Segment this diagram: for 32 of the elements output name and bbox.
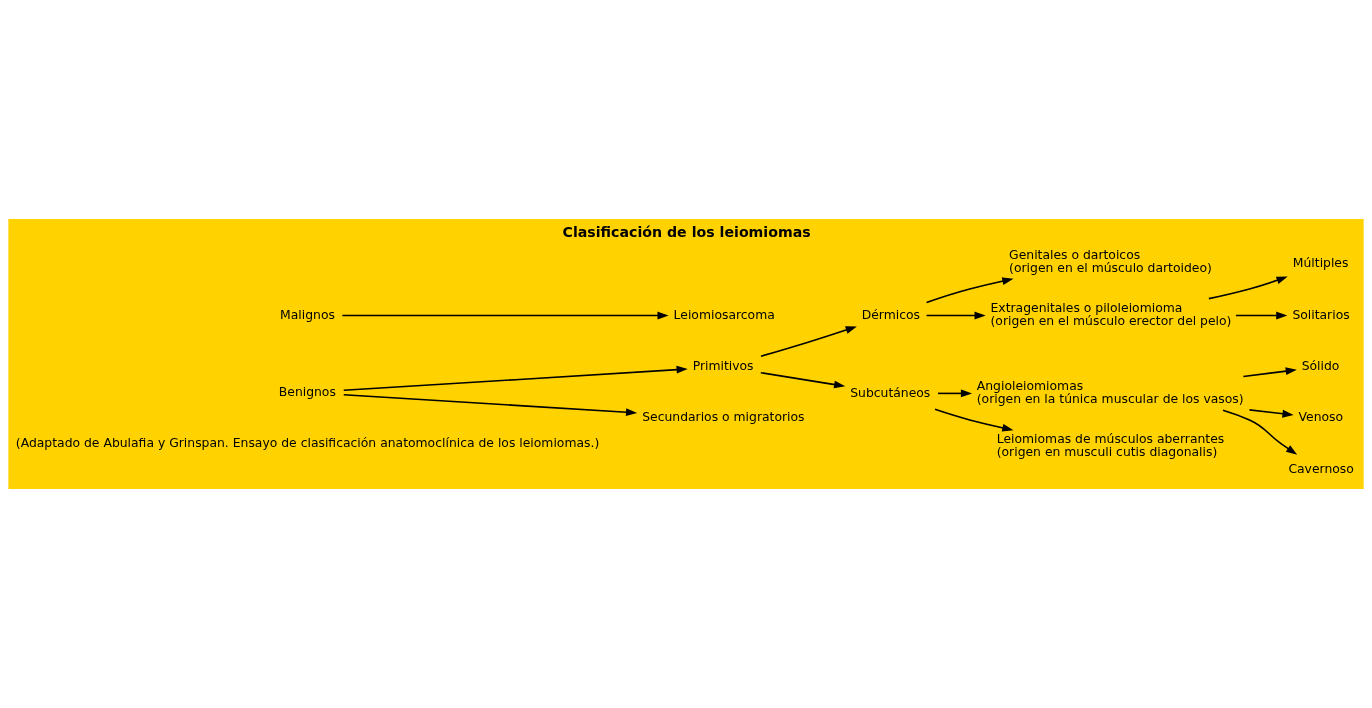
arrow	[760, 371, 846, 389]
node-text: Cavernoso	[1288, 460, 1354, 476]
node-text: Malignos	[280, 306, 335, 322]
arrow	[1248, 409, 1294, 418]
arrow	[1235, 311, 1288, 320]
arrow	[760, 326, 857, 357]
arrow	[937, 389, 973, 398]
arrow	[1242, 367, 1297, 378]
arrow	[925, 277, 1014, 304]
node-text: Solitarios	[1292, 306, 1350, 322]
node-text: Benignos	[278, 383, 336, 399]
diagram-title: Clasificación de los leiomiomas	[562, 223, 811, 240]
arrow	[341, 311, 669, 320]
node-text: Primitivos	[692, 358, 754, 374]
node-text: Extragenitales o piloleiomioma (origen en el músculo erector del pelo)	[990, 300, 1232, 329]
node-text: Múltiples	[1292, 255, 1349, 271]
arrow	[1222, 409, 1298, 455]
label: (Adaptado de Abulafia y Grinspan. Ensayo de clasificación anatomoclínica de los leiomiomas.)	[15, 435, 600, 451]
node-text: Angioleiomiomas (origen en la túnica muscular de los vasos)	[976, 378, 1244, 407]
node-text: Leiomiosarcoma	[673, 306, 775, 322]
arrow	[342, 393, 638, 417]
arrow	[1208, 276, 1288, 300]
node-text: Sólido	[1301, 358, 1340, 374]
node-text: Dérmicos	[861, 306, 921, 322]
node-text: Genitales o dartoicos (origen en el músculo dartoideo)	[1009, 247, 1212, 276]
node-text: Subcutáneos	[850, 384, 931, 400]
node-text: Leiomiomas de músculos aberrantes (origen en musculi cutis diagonalis)	[996, 431, 1225, 460]
arrow	[925, 311, 986, 320]
arrow	[342, 365, 688, 392]
node-text: Secundarios o migratorios	[642, 409, 805, 425]
node-text: Venoso	[1298, 409, 1344, 425]
arrow	[934, 408, 1014, 432]
